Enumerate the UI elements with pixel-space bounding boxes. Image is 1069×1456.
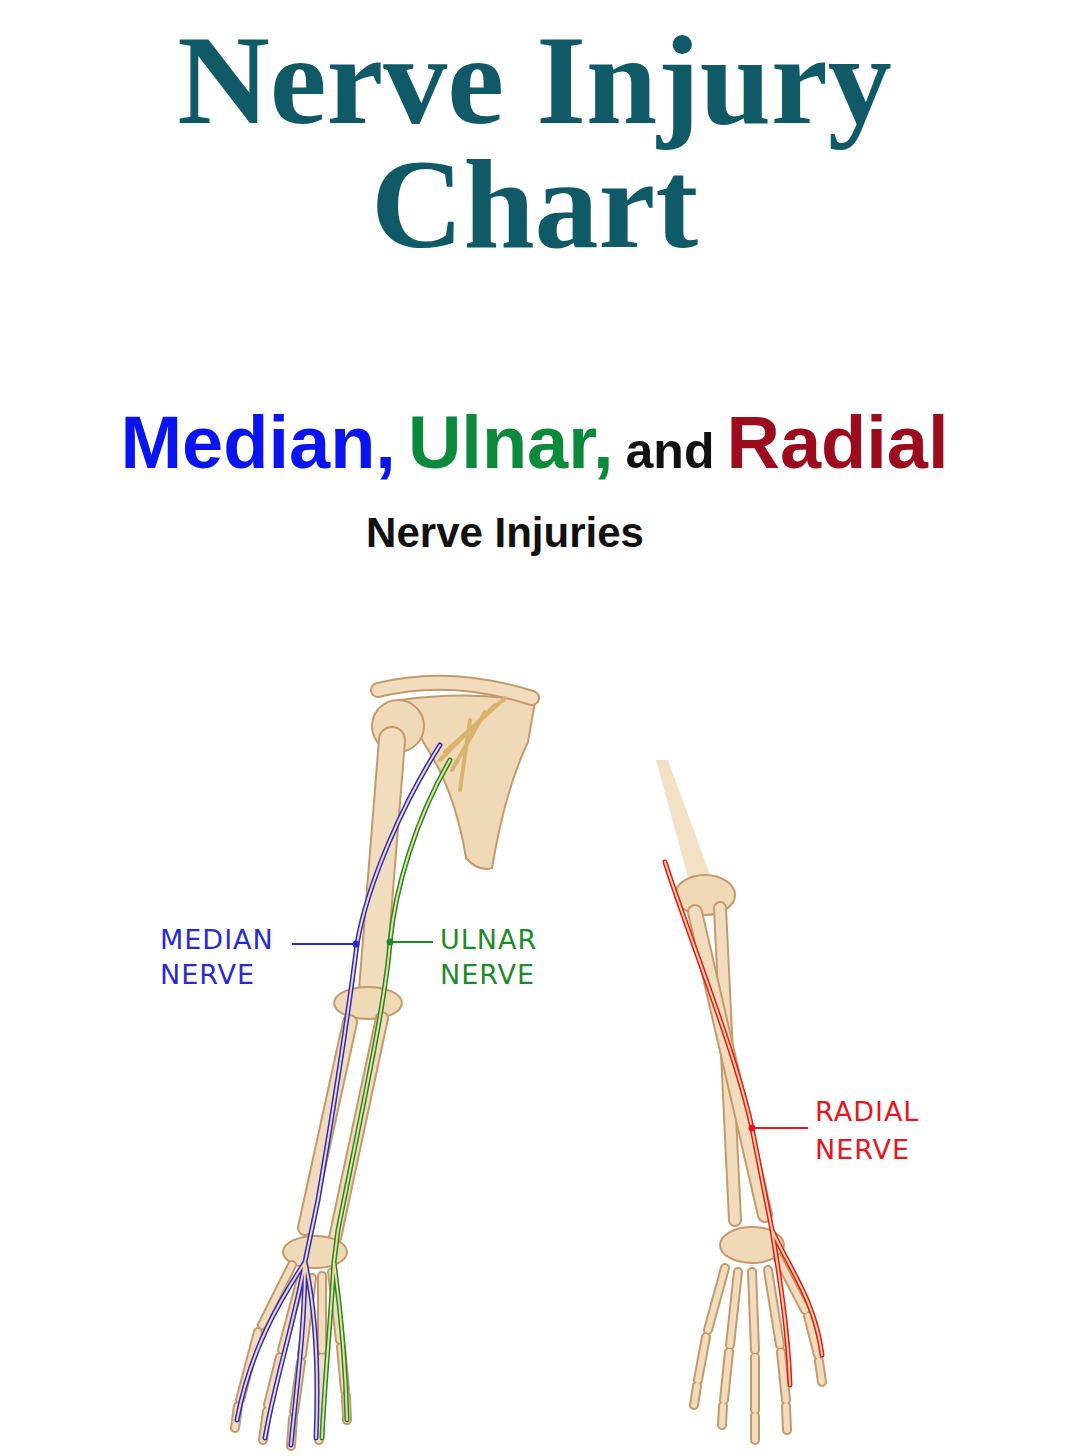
radial-nerve: [665, 862, 822, 1385]
title-block: Nerve Injury Chart: [60, 18, 1009, 266]
nerve-label: RADIAL NERVE: [815, 1093, 985, 1169]
label-wrap: Nerve Injuries: [0, 508, 1010, 558]
nerve-label: ULNAR NERVE: [440, 922, 582, 992]
subtitle-word: and: [626, 422, 715, 480]
leader-lines: [749, 1125, 809, 1132]
forearm-bones: [695, 912, 765, 1215]
radial-nerve: [665, 862, 822, 1385]
nerve-label: MEDIAN NERVE: [160, 922, 292, 992]
forearm-bones: [695, 912, 765, 1215]
brachial-plexus: [440, 698, 505, 790]
chart-title: Nerve Injury Chart: [60, 18, 1009, 266]
leader-lines: [387, 939, 394, 946]
label-wrap: ULNAR NERVE: [440, 922, 582, 992]
shoulder-bones: [378, 683, 532, 698]
arm-bones: [334, 987, 402, 1019]
leader-lines: [390, 941, 433, 943]
label-wrap: RADIAL NERVE: [815, 1093, 985, 1169]
leader-lines: [752, 1127, 808, 1129]
forearm-bones: [656, 760, 712, 892]
subtitle-word: Ulnar,: [408, 400, 614, 485]
radial-nerve: [665, 862, 822, 1385]
ulnar-nerve: [322, 760, 450, 1438]
leader-lines: [353, 941, 360, 948]
leader-lines: [292, 943, 355, 945]
shoulder-bones: [378, 683, 532, 698]
ulnar-nerve: [322, 760, 450, 1438]
brachial-plexus: [440, 698, 505, 790]
subtitle-word: Radial: [726, 400, 948, 485]
subtitle-word: Median,: [120, 400, 395, 485]
label-wrap: MEDIAN NERVE: [160, 922, 292, 992]
leader-lines: [292, 939, 433, 948]
leader-lines: [749, 1125, 756, 1132]
subtitle: Nerve Injuries: [0, 508, 1010, 558]
subtitle-row: Median,Ulnar,andRadial: [0, 400, 1069, 485]
ulnar-nerve: [322, 760, 450, 1438]
